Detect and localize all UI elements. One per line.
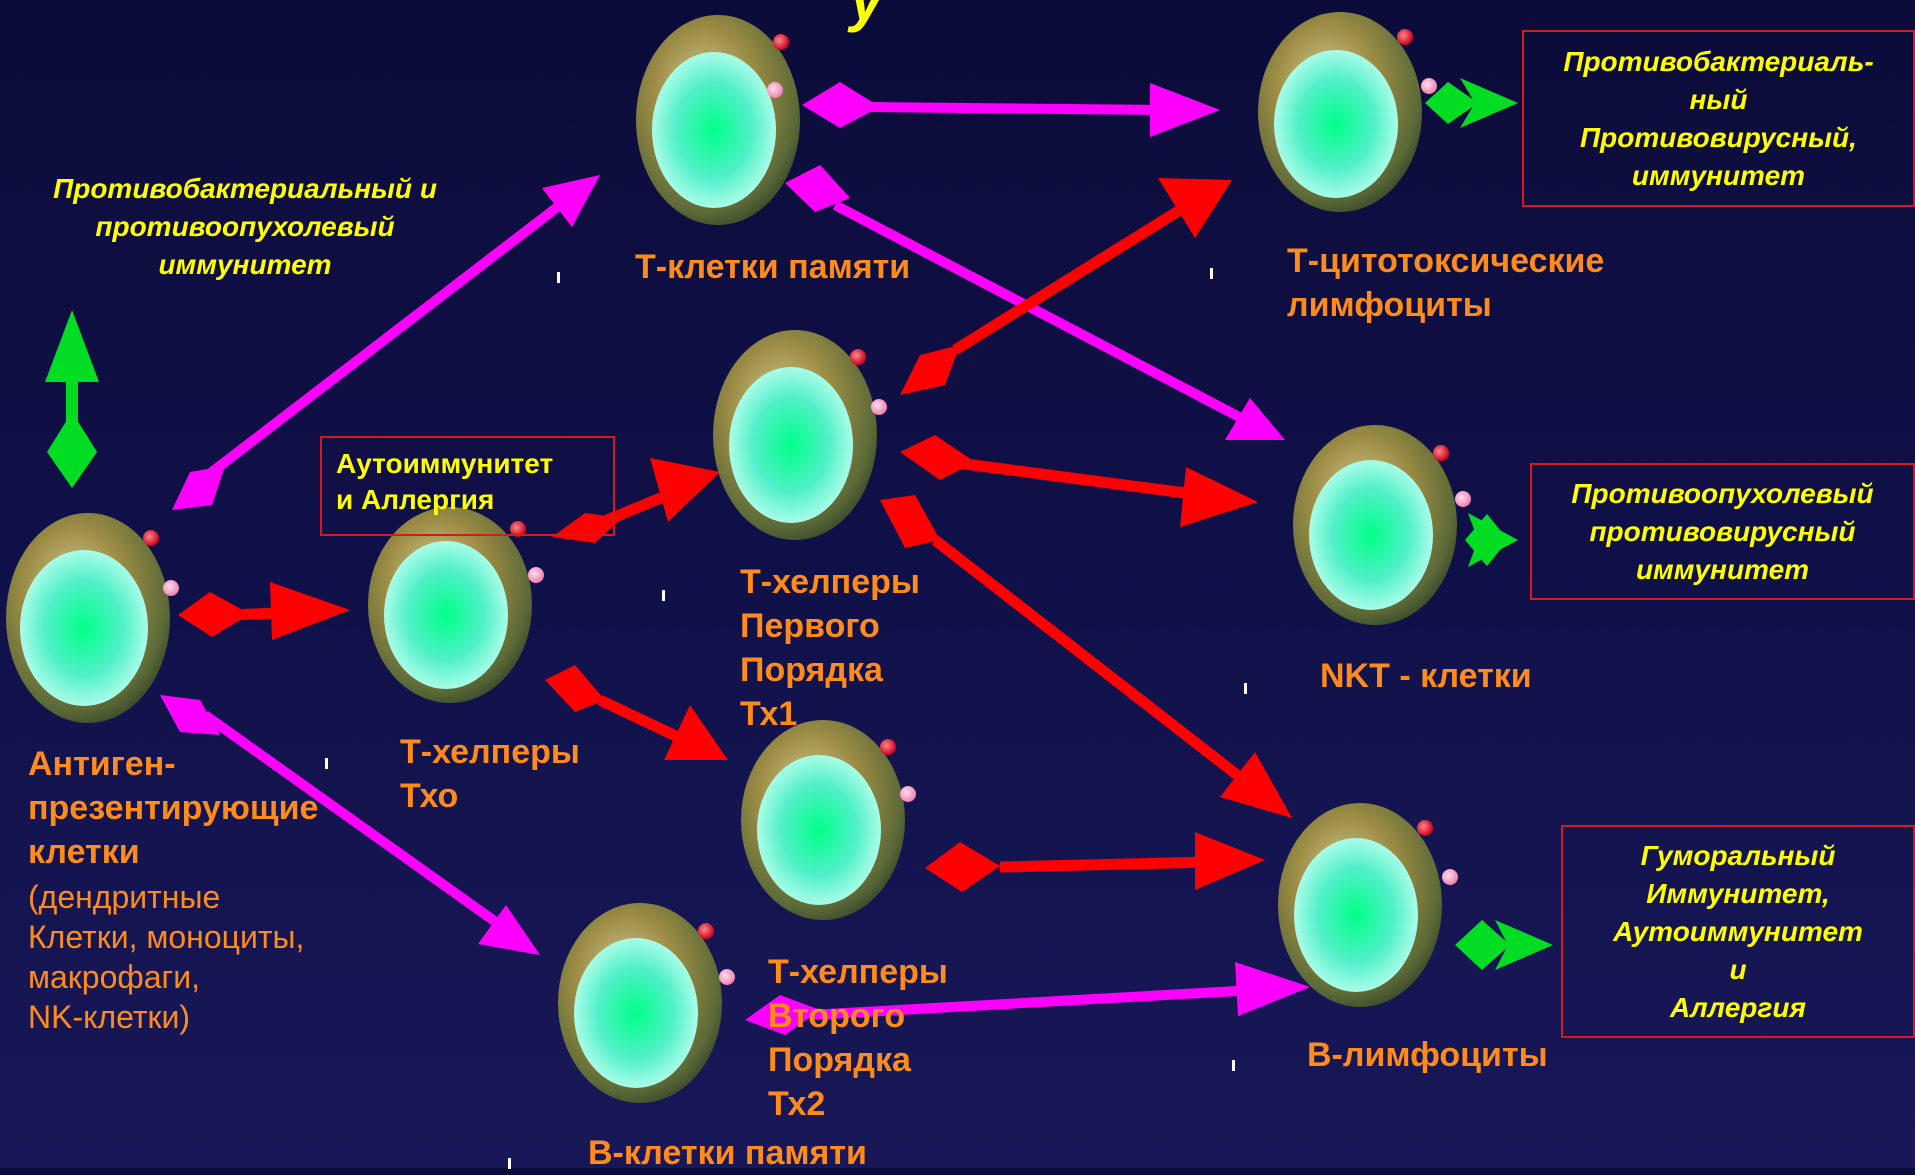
label-th2: Т-хелперы Второго Порядка Тх2 — [768, 950, 948, 1126]
cell-tmemory — [636, 15, 800, 225]
label-apc: Антиген- презентирующие клетки — [28, 742, 318, 874]
cell-apc — [6, 513, 179, 723]
star-dot — [325, 758, 328, 769]
arrow-tmemory-to-tcyto — [802, 82, 1220, 137]
box-humoral-immunity: Гуморальный Иммунитет, Аутоиммунитет и А… — [1561, 825, 1915, 1038]
box-antitumor-antiviral: Противоопухолевый противовирусный иммуни… — [1530, 463, 1915, 600]
arrow-green-blym — [1455, 920, 1553, 970]
star-dot — [662, 590, 665, 601]
arrow-apc-to-tx0 — [178, 582, 350, 640]
star-dot — [508, 1158, 511, 1169]
label-tmemory: Т-клетки памяти — [635, 245, 910, 289]
label-tx0: Т-хелперы Тхо — [400, 730, 580, 818]
note-antibacterial-antitumor: Противобактериальный и противоопухолевый… — [15, 170, 475, 284]
arrow-th1-to-nkt — [900, 435, 1258, 527]
cell-th1 — [713, 330, 887, 540]
arrow-th2-to-blym — [925, 832, 1265, 892]
star-dot — [1210, 268, 1213, 279]
star-dot — [557, 272, 560, 283]
cell-blym — [1278, 803, 1458, 1007]
label-bmemory: В-клетки памяти — [588, 1131, 867, 1175]
arrow-green-tcyto — [1425, 78, 1518, 128]
arrow-th1-to-tcyto — [900, 178, 1232, 395]
slide-title-fragment: у — [850, 0, 883, 30]
cell-tcyto — [1258, 12, 1437, 212]
box-antibacterial-antiviral: Противобактериаль- ный Противовирусный, … — [1522, 30, 1915, 207]
cell-bmemory — [558, 903, 735, 1103]
label-blym: В-лимфоциты — [1307, 1033, 1548, 1077]
label-th1: Т-хелперы Первого Порядка Тх1 — [740, 560, 920, 736]
arrow-green-apc — [45, 310, 99, 488]
box-autoimmunity-allergy: Аутоиммунитет и Аллергия — [320, 436, 615, 536]
cell-tx0 — [368, 507, 544, 703]
label-tcyto: Т-цитотоксические лимфоциты — [1287, 239, 1604, 327]
arrow-th1-to-blym — [880, 495, 1292, 818]
star-dot — [1232, 1060, 1235, 1071]
label-nkt: NKT - клетки — [1320, 654, 1532, 698]
star-dot — [1244, 683, 1247, 694]
label-apc-detail: (дендритные Клетки, моноциты, макрофаги,… — [28, 877, 304, 1037]
arrow-green-nkt — [1465, 513, 1518, 567]
cell-nkt — [1293, 425, 1471, 625]
cell-th2 — [741, 720, 916, 920]
